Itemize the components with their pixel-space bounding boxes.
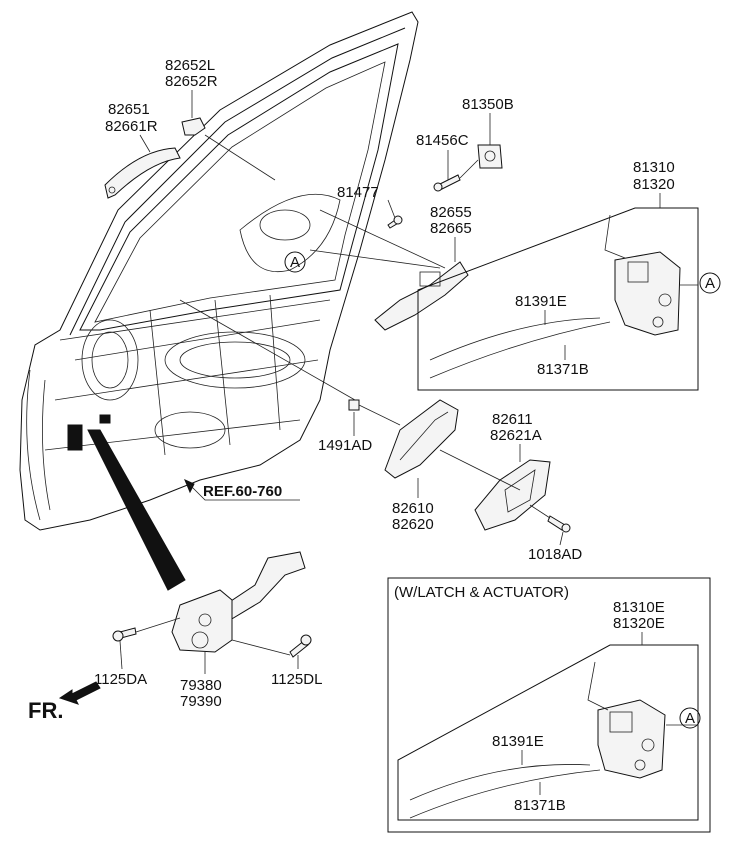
label-81456C: 81456C xyxy=(416,132,469,149)
box-title: (W/LATCH & ACTUATOR) xyxy=(394,584,569,601)
label-82621A: 82621A xyxy=(490,427,542,444)
label-82661R: 82661R xyxy=(105,118,158,135)
checker-arrow xyxy=(87,429,186,591)
striker xyxy=(477,144,503,169)
label-81371B-bottom: 81371B xyxy=(514,797,566,814)
screw-81477 xyxy=(387,215,403,229)
svg-text:FR.: FR. xyxy=(28,698,63,723)
bolt-1125DL xyxy=(289,634,312,658)
latch-box-bottom xyxy=(397,644,699,821)
ref-callout: REF.60-760 xyxy=(184,479,300,501)
label-81391E-bottom: 81391E xyxy=(492,733,544,750)
label-81477: 81477 xyxy=(337,184,379,201)
label-82611: 82611 xyxy=(492,411,533,428)
svg-text:A: A xyxy=(705,275,715,292)
inside-handle-cover xyxy=(474,459,551,531)
label-1018AD: 1018AD xyxy=(528,546,582,563)
actuator-box xyxy=(387,577,711,833)
label-81310: 81310 xyxy=(633,159,675,176)
circle-marker-top: A xyxy=(699,272,721,294)
door-checker xyxy=(171,551,306,653)
label-82665: 82665 xyxy=(430,220,472,237)
label-79380: 79380 xyxy=(180,677,222,694)
screw-1018AD xyxy=(547,515,571,533)
front-direction-indicator: FR. xyxy=(28,681,101,723)
inside-handle xyxy=(384,399,459,479)
label-81310E: 81310E xyxy=(613,599,665,616)
label-81320: 81320 xyxy=(633,176,675,193)
label-81350B: 81350B xyxy=(462,96,514,113)
label-82610: 82610 xyxy=(392,500,434,517)
handle-cover xyxy=(181,117,206,136)
label-79390: 79390 xyxy=(180,693,222,710)
label-82651: 82651 xyxy=(108,101,150,118)
label-81391E-top: 81391E xyxy=(515,293,567,310)
handle-bracket xyxy=(374,261,469,331)
label-82655: 82655 xyxy=(430,204,472,221)
circle-marker-door: A xyxy=(284,251,306,273)
label-81371B-top: 81371B xyxy=(537,361,589,378)
outside-handle xyxy=(104,147,181,199)
latch-box-top xyxy=(417,207,699,391)
svg-text:A: A xyxy=(685,710,695,727)
label-82652R: 82652R xyxy=(165,73,218,90)
label-82620: 82620 xyxy=(392,516,434,533)
label-81320E: 81320E xyxy=(613,615,665,632)
door-panel xyxy=(19,11,419,531)
label-1491AD: 1491AD xyxy=(318,437,372,454)
label-82652L: 82652L xyxy=(165,57,215,74)
circle-marker-bottom: A xyxy=(679,707,701,729)
svg-text:REF.60-760: REF.60-760 xyxy=(203,483,282,500)
label-1125DA: 1125DA xyxy=(94,671,147,688)
label-1125DL: 1125DL xyxy=(271,671,322,688)
clip-1491AD xyxy=(348,399,360,411)
svg-text:A: A xyxy=(290,254,300,271)
screw-81456C xyxy=(433,174,461,192)
bolt-1125DA xyxy=(112,627,137,642)
